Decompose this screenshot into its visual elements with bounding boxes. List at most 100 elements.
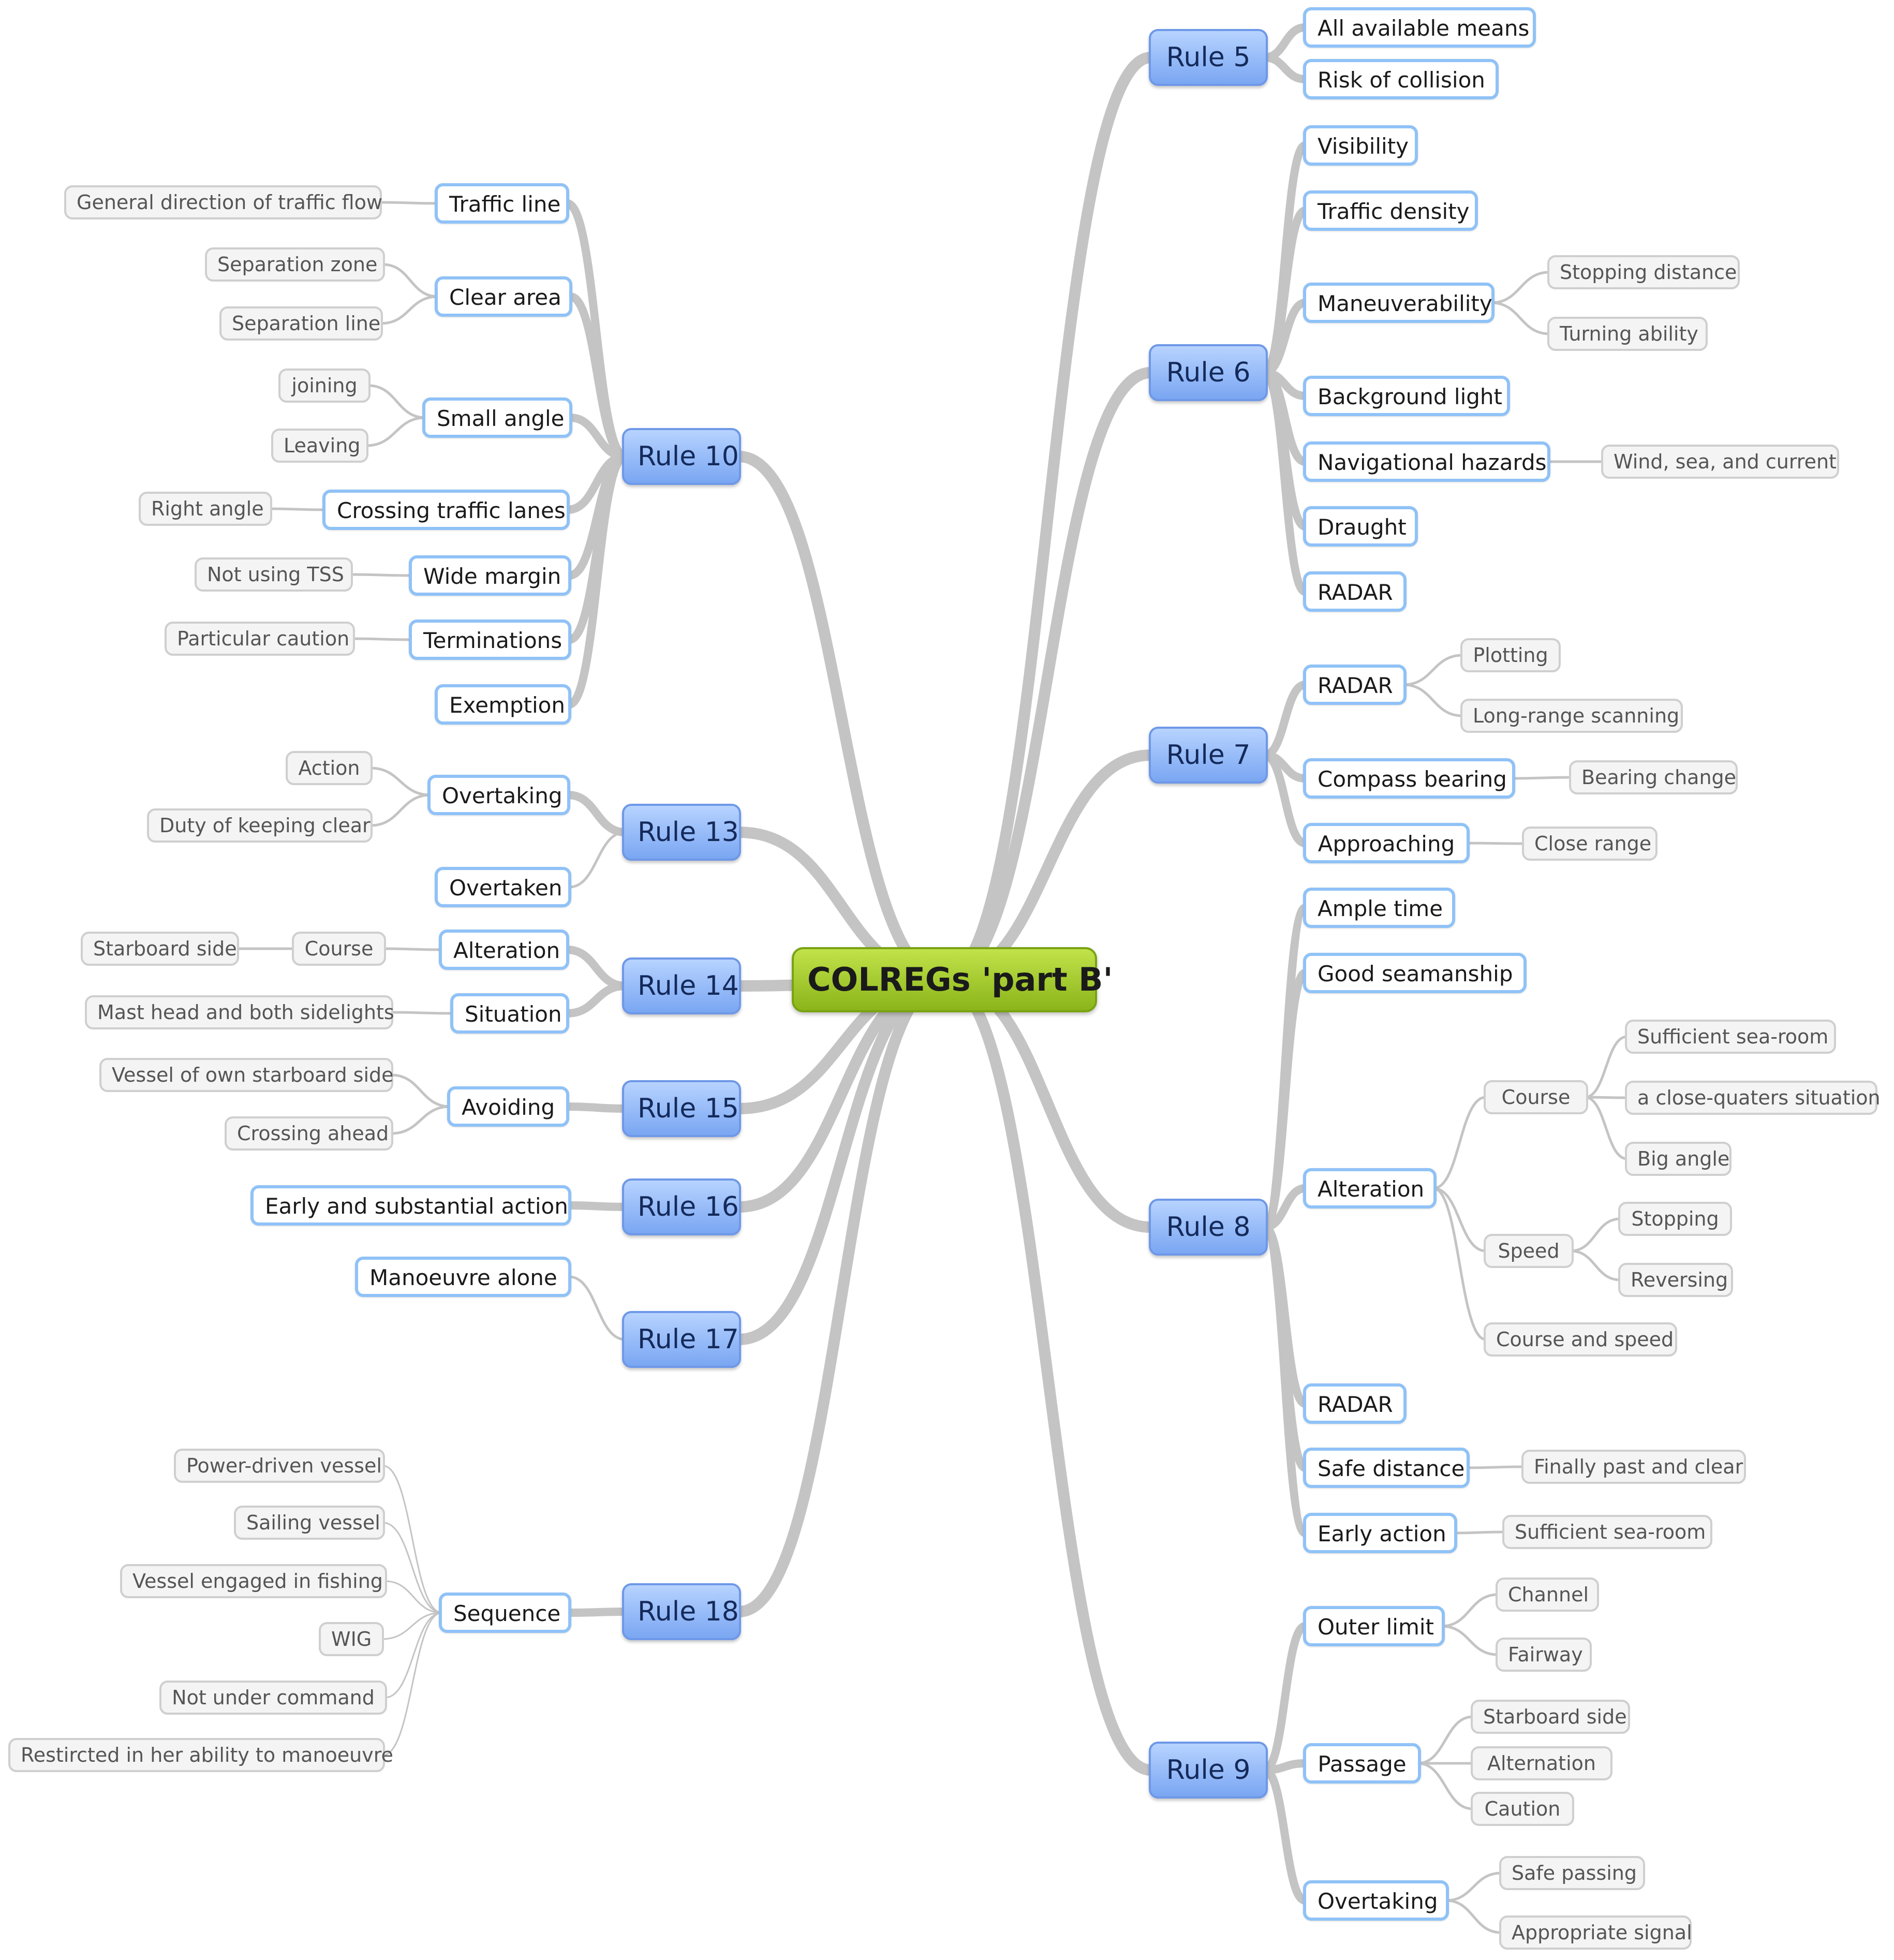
detail-long-range-scanning[interactable]: Long-range scanning: [1460, 699, 1683, 733]
central-topic[interactable]: COLREGs 'part B': [792, 947, 1113, 1012]
rule-node-rule-16[interactable]: Rule 16: [622, 1178, 741, 1235]
rule-node-rule-10[interactable]: Rule 10: [622, 428, 741, 485]
topic-terminations[interactable]: Terminations: [409, 620, 571, 660]
topic-early-action[interactable]: Early action: [1303, 1513, 1457, 1553]
topic-ample-time[interactable]: Ample time: [1303, 888, 1455, 928]
topic-maneuverability[interactable]: Maneuverability: [1303, 283, 1495, 323]
detail-particular-caution[interactable]: Particular caution: [165, 622, 355, 656]
rule-node-rule-9[interactable]: Rule 9: [1149, 1742, 1268, 1799]
topic-alteration[interactable]: Alteration: [1303, 1168, 1437, 1209]
topic-avoiding[interactable]: Avoiding: [447, 1086, 569, 1127]
detail-stopping-distance[interactable]: Stopping distance: [1547, 255, 1740, 289]
detail-restircted-in-her-ability-to-manoeuvre[interactable]: Restircted in her ability to manoeuvre: [8, 1738, 393, 1772]
topic-visibility[interactable]: Visibility: [1303, 125, 1418, 166]
connector-safe-passing: [1444, 1871, 1503, 1902]
detail-speed[interactable]: Speed: [1484, 1234, 1574, 1268]
topic-approaching[interactable]: Approaching: [1303, 823, 1470, 863]
topic-traffic-density[interactable]: Traffic density: [1303, 190, 1478, 231]
detail-vessel-engaged-in-fishing[interactable]: Vessel engaged in fishing: [120, 1564, 387, 1598]
topic-overtaking[interactable]: Overtaking: [1303, 1880, 1449, 1921]
topic-situation[interactable]: Situation: [450, 993, 569, 1034]
topic-early-and-substantial-action[interactable]: Early and substantial action: [250, 1185, 571, 1226]
detail-channel[interactable]: Channel: [1496, 1578, 1599, 1612]
rule-node-rule-17[interactable]: Rule 17: [622, 1311, 741, 1368]
rule-node-rule-15[interactable]: Rule 15: [622, 1080, 741, 1137]
detail-course-and-speed[interactable]: Course and speed: [1484, 1322, 1677, 1357]
detail-power-driven-vessel[interactable]: Power-driven vessel: [174, 1449, 385, 1483]
topic-good-seamanship[interactable]: Good seamanship: [1303, 953, 1527, 993]
detail-alternation[interactable]: Alternation: [1471, 1746, 1612, 1780]
detail-leaving[interactable]: Leaving: [271, 429, 368, 463]
detail-not-using-tss[interactable]: Not using TSS: [195, 557, 353, 592]
topic-clear-area[interactable]: Clear area: [435, 276, 572, 317]
connector-a-close-quaters-situation: [1584, 1096, 1629, 1099]
detail-reversing[interactable]: Reversing: [1618, 1263, 1733, 1297]
main-branch-rule-9: [939, 974, 1157, 1776]
detail-general-direction-of-traffic-flow[interactable]: General direction of traffic flow: [64, 185, 382, 219]
detail-plotting[interactable]: Plotting: [1460, 638, 1561, 672]
topic-passage[interactable]: Passage: [1303, 1743, 1421, 1784]
detail-bearing-change[interactable]: Bearing change: [1569, 760, 1738, 794]
topic-manoeuvre-alone[interactable]: Manoeuvre alone: [355, 1257, 571, 1297]
topic-navigational-hazards[interactable]: Navigational hazards: [1303, 441, 1550, 482]
topic-small-angle[interactable]: Small angle: [422, 397, 572, 438]
topic-outer-limit[interactable]: Outer limit: [1303, 1606, 1445, 1646]
detail-finally-past-and-clear[interactable]: Finally past and clear: [1521, 1450, 1746, 1484]
topic-exemption[interactable]: Exemption: [435, 684, 571, 725]
detail-vessel-of-own-starboard-side[interactable]: Vessel of own starboard side: [99, 1058, 394, 1092]
detail-right-angle[interactable]: Right angle: [139, 492, 272, 526]
detail-stopping[interactable]: Stopping: [1618, 1202, 1732, 1236]
rule-node-rule-14[interactable]: Rule 14: [622, 957, 741, 1014]
topic-radar[interactable]: RADAR: [1303, 571, 1407, 612]
topic-compass-bearing[interactable]: Compass bearing: [1303, 758, 1515, 799]
topic-radar[interactable]: RADAR: [1303, 1383, 1407, 1424]
detail-crossing-ahead[interactable]: Crossing ahead: [225, 1116, 393, 1151]
detail-not-under-command[interactable]: Not under command: [159, 1681, 387, 1715]
detail-sailing-vessel[interactable]: Sailing vessel: [234, 1506, 385, 1540]
detail-mast-head-and-both-sidelights[interactable]: Mast head and both sidelights: [85, 995, 394, 1029]
detail-course[interactable]: Course: [1484, 1080, 1588, 1114]
detail-separation-line[interactable]: Separation line: [219, 306, 383, 341]
detail-close-range[interactable]: Close range: [1522, 827, 1658, 861]
rule-node-rule-8[interactable]: Rule 8: [1149, 1199, 1268, 1256]
connector-exemption: [565, 452, 629, 709]
detail-joining[interactable]: joining: [278, 369, 371, 403]
rule-node-rule-13[interactable]: Rule 13: [622, 804, 741, 861]
detail-wind-sea-and-current[interactable]: Wind, sea, and current: [1601, 445, 1839, 479]
topic-overtaking[interactable]: Overtaking: [427, 775, 570, 815]
connector-reversing: [1569, 1249, 1622, 1281]
rule-node-rule-7[interactable]: Rule 7: [1149, 727, 1268, 784]
topic-draught[interactable]: Draught: [1303, 506, 1418, 547]
detail-turning-ability[interactable]: Turning ability: [1547, 317, 1708, 351]
connector-manoeuvre-alone: [568, 1275, 627, 1341]
detail-caution[interactable]: Caution: [1471, 1792, 1574, 1826]
topic-traffic-line[interactable]: Traffic line: [435, 183, 569, 224]
detail-safe-passing[interactable]: Safe passing: [1499, 1856, 1645, 1890]
detail-starboard-side[interactable]: Starboard side: [81, 932, 239, 966]
rule-node-rule-5[interactable]: Rule 5: [1149, 29, 1268, 86]
topic-radar[interactable]: RADAR: [1303, 665, 1407, 705]
topic-overtaken[interactable]: Overtaken: [435, 867, 571, 907]
detail-action[interactable]: Action: [286, 751, 373, 785]
topic-sequence[interactable]: Sequence: [439, 1593, 571, 1633]
detail-appropriate-signal[interactable]: Appropriate signal: [1499, 1915, 1692, 1950]
rule-node-rule-18[interactable]: Rule 18: [622, 1583, 741, 1640]
detail-sufficient-sea-room[interactable]: Sufficient sea-room: [1625, 1020, 1836, 1054]
topic-safe-distance[interactable]: Safe distance: [1303, 1448, 1470, 1488]
detail-a-close-quaters-situation[interactable]: a close-quaters situation: [1625, 1081, 1881, 1115]
detail-separation-zone[interactable]: Separation zone: [205, 247, 385, 282]
detail-big-angle[interactable]: Big angle: [1625, 1142, 1732, 1176]
topic-all-available-means[interactable]: All available means: [1303, 7, 1536, 48]
detail-sufficient-sea-room[interactable]: Sufficient sea-room: [1502, 1515, 1712, 1549]
detail-wig[interactable]: WIG: [319, 1622, 384, 1656]
detail-duty-of-keeping-clear[interactable]: Duty of keeping clear: [147, 808, 373, 843]
topic-background-light[interactable]: Background light: [1303, 376, 1510, 416]
detail-fairway[interactable]: Fairway: [1496, 1638, 1592, 1672]
detail-course[interactable]: Course: [292, 932, 386, 966]
detail-starboard-side[interactable]: Starboard side: [1471, 1700, 1630, 1734]
topic-crossing-traffic-lanes[interactable]: Crossing traffic lanes: [322, 490, 570, 530]
topic-wide-margin[interactable]: Wide margin: [409, 555, 571, 596]
topic-alteration[interactable]: Alteration: [439, 930, 569, 970]
rule-node-rule-6[interactable]: Rule 6: [1149, 344, 1268, 401]
topic-risk-of-collision[interactable]: Risk of collision: [1303, 59, 1499, 99]
